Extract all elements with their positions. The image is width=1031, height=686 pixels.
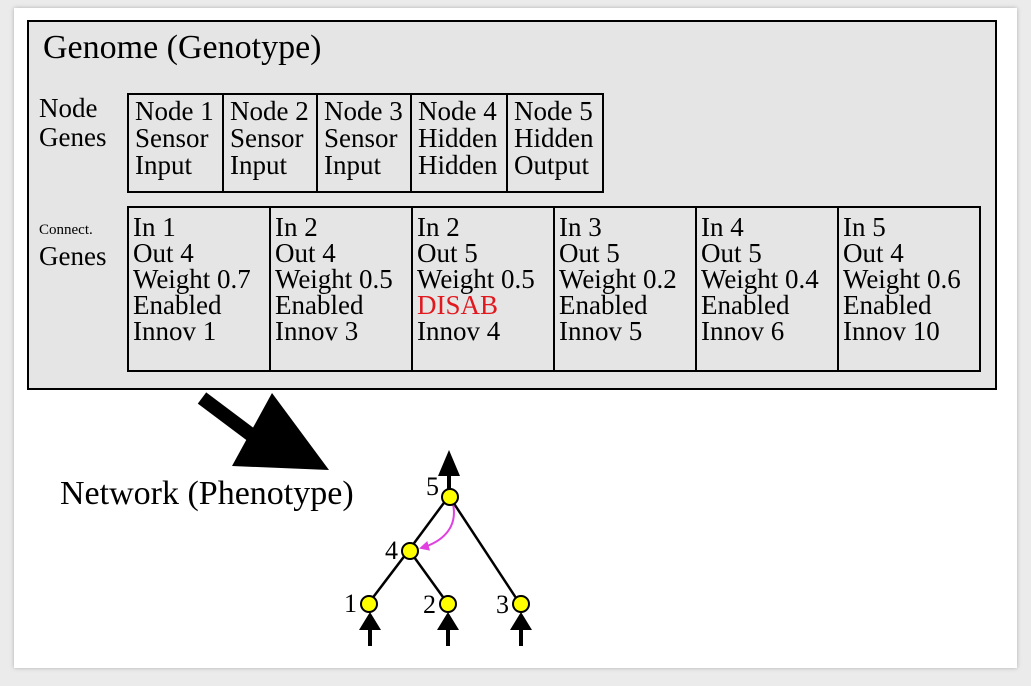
disabled-status: DISAB — [417, 290, 499, 320]
network-label: Network (Phenotype) — [60, 475, 354, 512]
genome-title: Genome (Genotype) — [43, 29, 322, 66]
edge-5-3 — [447, 495, 522, 605]
network-nodes — [360, 488, 530, 613]
node-genes-label: Node Genes — [39, 93, 107, 152]
node-4 — [401, 542, 419, 560]
edge-5-4 — [407, 495, 451, 551]
node-2 — [439, 595, 457, 613]
edge-4-1 — [367, 549, 410, 605]
node-2-label: 2 — [423, 590, 436, 619]
network-edges — [367, 495, 522, 605]
input-arrows — [359, 612, 532, 646]
recurrent-edge-5-4 — [419, 503, 455, 551]
node-4-label: 4 — [385, 536, 398, 565]
node-3 — [512, 595, 530, 613]
node-1-label: 1 — [344, 589, 357, 618]
node-3-label: 3 — [496, 590, 509, 619]
connection-genes-label: Connect. Genes — [39, 222, 107, 271]
decode-arrow — [197, 392, 329, 470]
node-5 — [441, 488, 459, 506]
node-numbers: 5 4 1 2 3 — [344, 472, 509, 619]
network-diagram: 5 4 1 2 3 — [197, 392, 532, 646]
node-1 — [360, 595, 378, 613]
output-arrow — [438, 450, 460, 493]
node-5-label: 5 — [426, 472, 439, 501]
edge-4-2 — [407, 549, 450, 605]
